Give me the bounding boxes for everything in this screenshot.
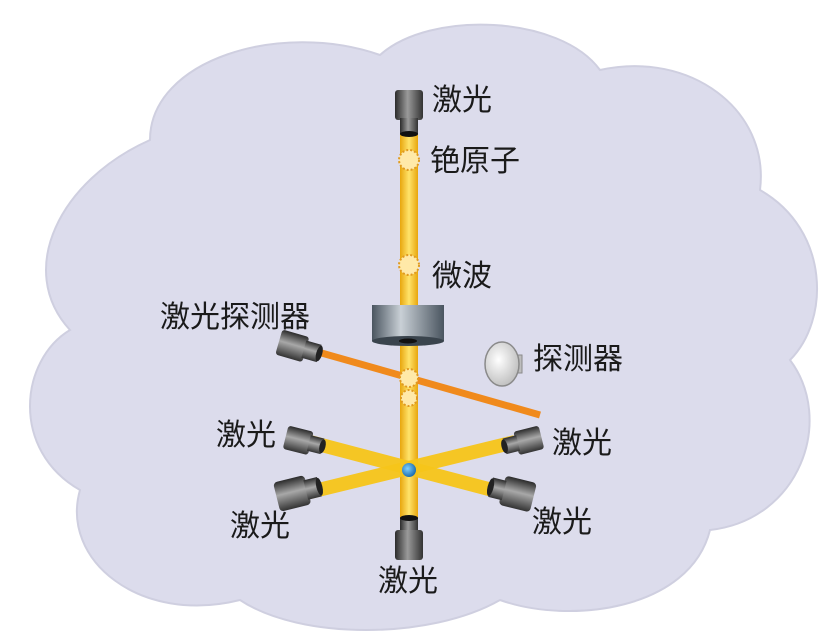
laser-left-upper-emitter xyxy=(283,426,326,455)
label-laser-detector: 激光探测器 xyxy=(160,300,310,335)
label-cesium-atoms: 铯原子 xyxy=(430,144,520,179)
label-laser-top: 激光 xyxy=(432,83,492,118)
detector-device xyxy=(484,341,523,387)
label-microwave: 微波 xyxy=(432,259,492,294)
label-laser-right-lower: 激光 xyxy=(532,505,592,540)
microwave-cavity xyxy=(372,305,444,346)
laser-right-upper-emitter xyxy=(501,426,544,455)
trapped-atom-ball xyxy=(402,463,416,477)
cesium-atom-cluster-upper xyxy=(398,149,420,171)
laser-left-lower-emitter xyxy=(273,475,323,512)
label-laser-right-upper: 激光 xyxy=(552,426,612,461)
cesium-atom-cluster-microwave xyxy=(398,254,420,276)
probe-laser-beam xyxy=(317,348,541,419)
label-laser-left-lower: 激光 xyxy=(230,509,290,544)
laser-right-lower-emitter xyxy=(486,476,537,512)
label-laser-left-upper: 激光 xyxy=(216,418,276,453)
laser-bottom-emitter xyxy=(395,515,423,560)
laser-top-emitter xyxy=(395,90,423,137)
cesium-atom-cluster-probe xyxy=(399,368,419,407)
label-laser-bottom: 激光 xyxy=(378,564,438,599)
laser-detector-emitter xyxy=(275,330,323,363)
label-detector: 探测器 xyxy=(533,342,623,377)
